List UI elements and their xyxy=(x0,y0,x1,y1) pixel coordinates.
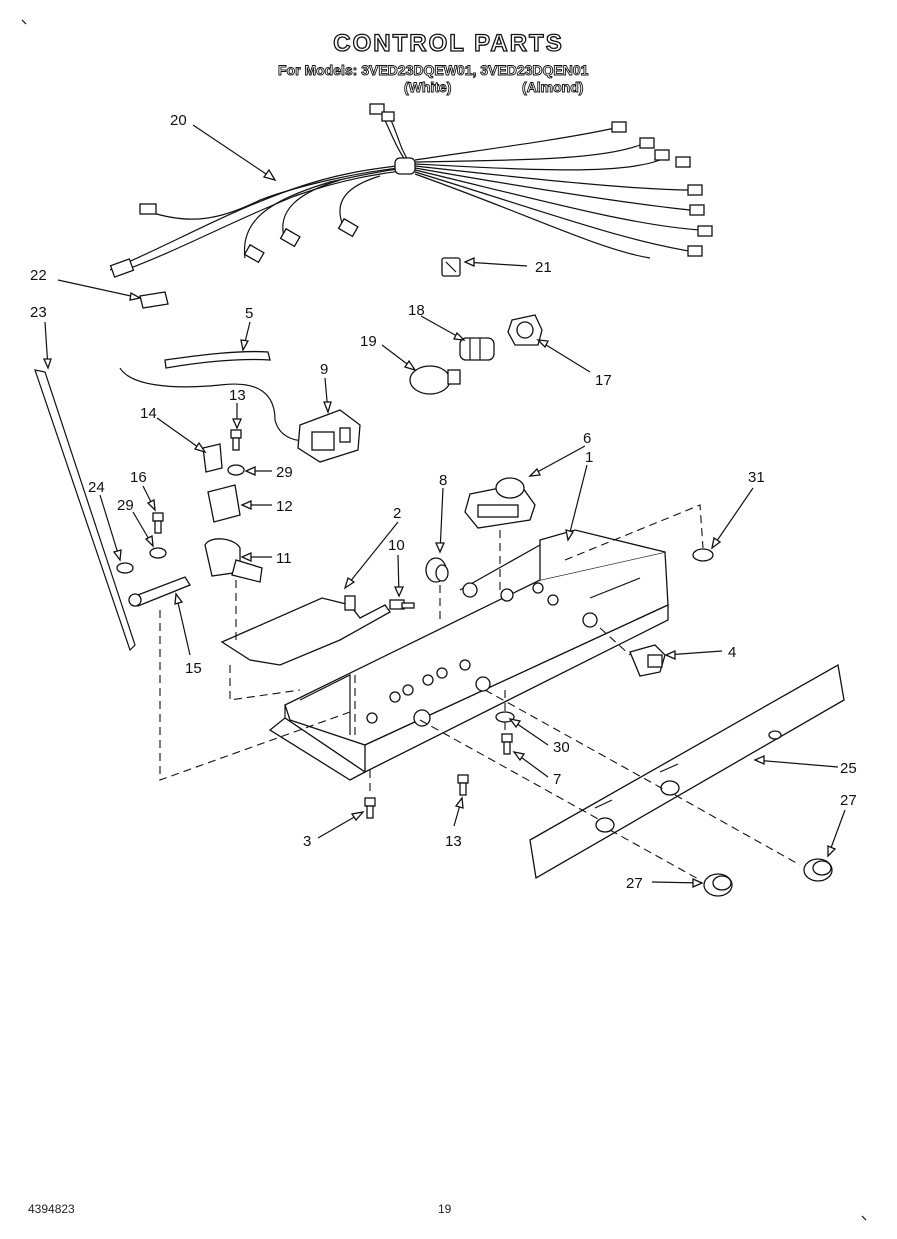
part-27-knob xyxy=(703,873,733,897)
part-4-switch xyxy=(629,644,666,677)
corner-mark xyxy=(21,19,27,25)
callout-13-lower: 13 xyxy=(445,833,462,850)
part-12-bracket xyxy=(207,484,241,523)
part-14-clip xyxy=(202,443,223,473)
callout-11: 11 xyxy=(276,550,292,567)
part-10-screw xyxy=(389,599,415,610)
part-29-washer xyxy=(227,464,245,476)
part-7-screw xyxy=(501,733,513,755)
callout-29-left: 29 xyxy=(117,497,134,514)
part-13-screw xyxy=(230,429,242,451)
callout-22: 22 xyxy=(30,267,47,284)
part-17-socket-bracket xyxy=(507,314,543,346)
leader-lines xyxy=(42,124,846,889)
callout-21: 21 xyxy=(535,259,552,276)
models-line: For Models: 3VED23DQEW01, 3VED23DQEN01 xyxy=(278,62,589,79)
white-label: (White) xyxy=(404,79,452,96)
part-8-grommet xyxy=(425,557,449,583)
callout-16: 16 xyxy=(130,469,147,486)
callout-8: 8 xyxy=(439,472,447,489)
callout-5: 5 xyxy=(245,305,253,322)
callout-9: 9 xyxy=(320,361,328,378)
callout-19: 19 xyxy=(360,333,377,350)
callout-27-right: 27 xyxy=(840,792,857,809)
callout-23: 23 xyxy=(30,304,47,321)
part-21-clip xyxy=(441,257,461,277)
part-11-shaft xyxy=(204,538,263,583)
callout-27-left: 27 xyxy=(626,875,643,892)
callout-15: 15 xyxy=(185,660,202,677)
part-23-rod xyxy=(34,369,136,652)
callout-18: 18 xyxy=(408,302,425,319)
part-22-clip xyxy=(139,291,169,309)
page-title: CONTROL PARTS xyxy=(333,29,564,57)
almond-label: (Almond) xyxy=(522,79,584,96)
part-9-capillary xyxy=(119,367,311,442)
callout-29-upper: 29 xyxy=(276,464,293,481)
callout-3: 3 xyxy=(303,833,311,850)
callout-14: 14 xyxy=(140,405,157,422)
callout-24: 24 xyxy=(88,479,105,496)
callout-13-upper: 13 xyxy=(229,387,246,404)
part-18-light-socket xyxy=(459,337,495,361)
part-6-control xyxy=(464,477,536,529)
callout-17: 17 xyxy=(595,372,612,389)
callout-30: 30 xyxy=(553,739,570,756)
assembly-lines xyxy=(159,504,801,881)
part-24-washer xyxy=(116,562,134,574)
part-16-screw xyxy=(152,512,164,534)
doc-number: 4394823 xyxy=(28,1202,75,1216)
part-25-control-panel xyxy=(529,663,845,880)
callout-10: 10 xyxy=(388,537,405,554)
callout-6: 6 xyxy=(583,430,591,447)
callout-2: 2 xyxy=(393,505,401,522)
part-9-thermostat xyxy=(297,409,361,463)
part-13-screw-lower xyxy=(457,774,469,796)
callout-31: 31 xyxy=(748,469,765,486)
part-5-tube xyxy=(164,350,271,369)
part-3-screw xyxy=(364,797,376,819)
page-number: 19 xyxy=(438,1202,452,1216)
callout-4: 4 xyxy=(728,644,736,661)
part-1-control-housing xyxy=(268,529,669,781)
callout-12: 12 xyxy=(276,498,293,515)
callout-7: 7 xyxy=(553,771,561,788)
part-19-light-bulb xyxy=(409,365,461,395)
part-27-knob-right xyxy=(803,858,833,882)
callout-1: 1 xyxy=(585,449,593,466)
part-31-spacer xyxy=(692,548,714,562)
wire-harness xyxy=(109,103,713,278)
corner-mark xyxy=(861,1215,867,1221)
callout-labels: 20 21 22 23 5 9 18 19 17 14 13 29 12 11 … xyxy=(30,112,857,892)
callout-25: 25 xyxy=(840,760,857,777)
part-29-washer-left xyxy=(149,547,167,559)
callout-20: 20 xyxy=(170,112,187,129)
part-2-mounting-bracket xyxy=(220,595,391,666)
